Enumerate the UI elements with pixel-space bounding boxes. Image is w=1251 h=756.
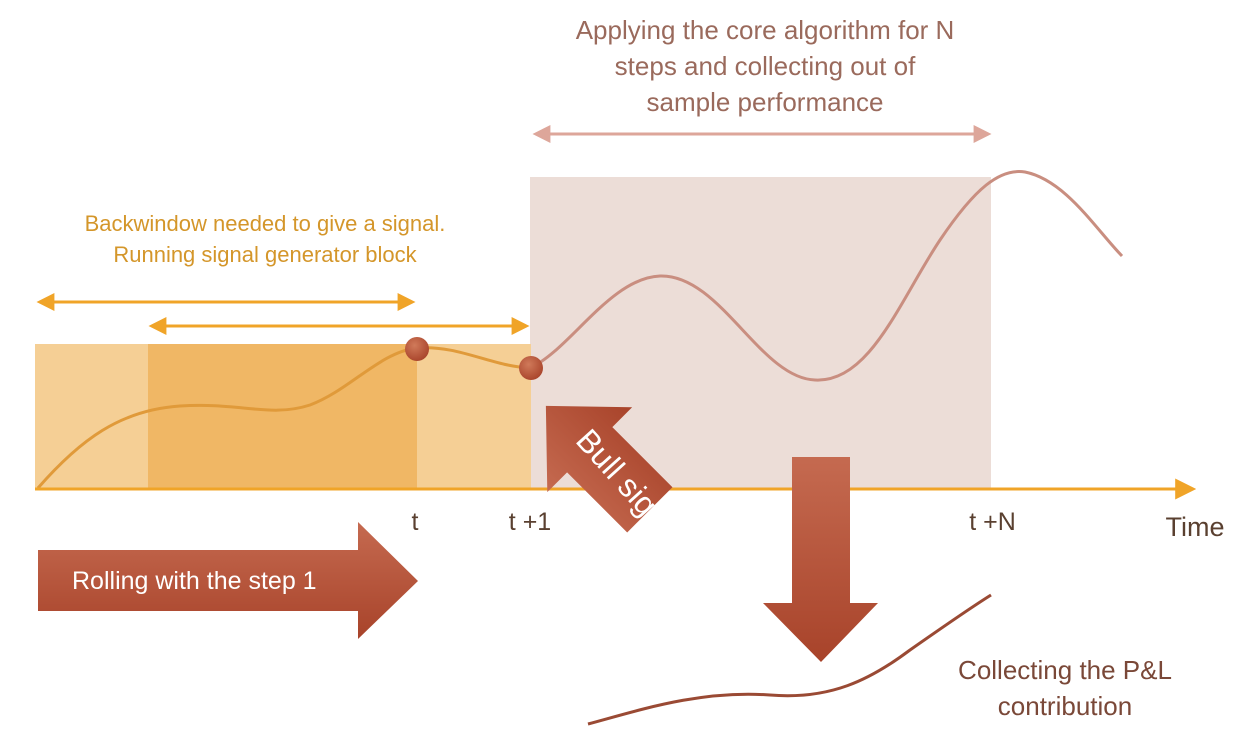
backwindow-label-line2: Running signal generator block: [113, 242, 417, 267]
bull-signal-arrow: [545, 405, 673, 533]
time-axis-label: Time: [1165, 512, 1225, 542]
backwindow-label-line1: Backwindow needed to give a signal.: [84, 211, 446, 236]
backwindow-label: Backwindow needed to give a signal. Runn…: [40, 208, 490, 270]
core-algorithm-label: Applying the core algorithm for N steps …: [515, 12, 1015, 120]
core-algorithm-label-line2: steps and collecting out of: [614, 51, 916, 81]
in-sample-price-curve: [36, 346, 531, 489]
signal-point-t: [405, 337, 429, 361]
pnl-label-line1: Collecting the P&L: [958, 655, 1172, 685]
out-of-sample-price-curve: [529, 170, 1124, 382]
core-algorithm-label-line1: Applying the core algorithm for N: [575, 15, 955, 45]
rolling-arrow: [38, 522, 418, 639]
tick-t-plus-n: t +N: [969, 508, 1016, 536]
tick-t: t: [411, 508, 419, 536]
pnl-label: Collecting the P&L contribution: [925, 652, 1205, 724]
tick-t-plus-1: t +1: [508, 508, 552, 536]
pnl-curve: [587, 593, 992, 726]
pnl-label-line2: contribution: [997, 691, 1133, 721]
collect-pnl-down-arrow: [763, 457, 878, 662]
rolling-label: Rolling with the step 1: [72, 567, 317, 595]
core-algorithm-label-line3: sample performance: [646, 87, 884, 117]
signal-point-t1: [519, 356, 543, 380]
